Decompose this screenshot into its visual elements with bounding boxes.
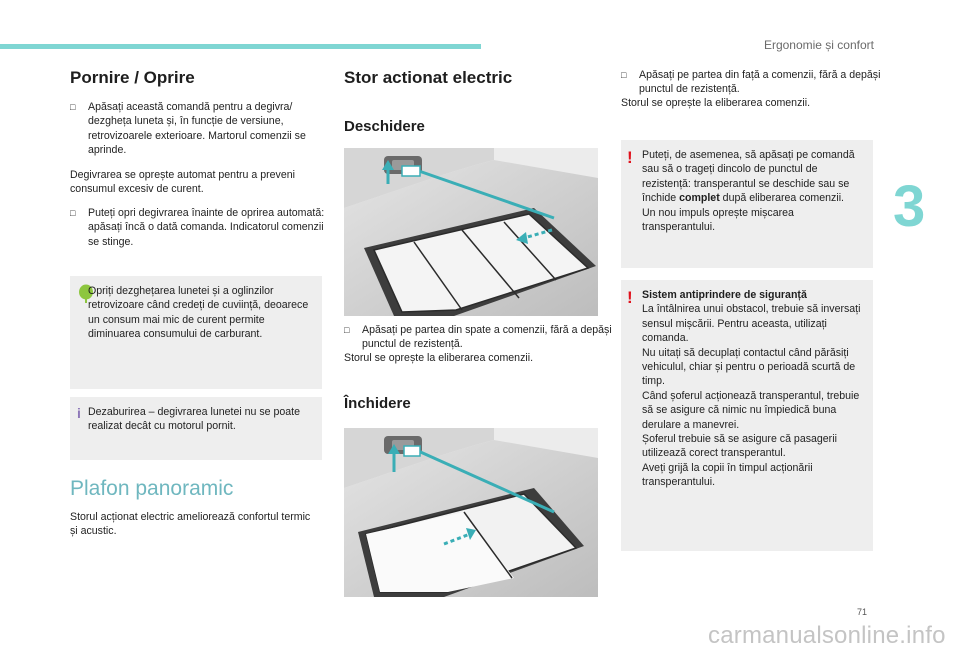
warning-note-antiprindere: ! Sistem antiprindere de siguranță La în…: [621, 280, 873, 551]
page-number: 71: [857, 607, 868, 617]
warning-note-complete: ! Puteți, de asemenea, să apăsați pe com…: [621, 140, 873, 268]
title-stor-actionat: Stor actionat electric: [344, 68, 513, 87]
illustration-open-roof: [344, 148, 598, 316]
bullet-deschidere: □ Apăsați pe partea din spate a comenzii…: [344, 323, 614, 352]
illustration-close-roof: [344, 428, 598, 597]
section-title: Ergonomie și confort: [763, 38, 874, 52]
square-bullet-icon: □: [70, 102, 76, 112]
warning2-p4: Șoferul trebuie să se asigure că pasager…: [642, 433, 837, 460]
warning1-part2: după eliberarea comenzii.: [719, 192, 844, 205]
bullet-oprire-manuala: □ Puteți opri degivrarea înainte de opri…: [70, 206, 334, 249]
chapter-number: 3: [893, 174, 926, 239]
warning1-part1: Puteți, de asemenea, să apăsați pe coman…: [642, 149, 855, 205]
header-accent-bar: [0, 44, 481, 49]
watermark: carmanualsonline.info: [708, 622, 946, 649]
warning2-title: Sistem antiprindere de siguranță: [642, 289, 807, 301]
square-bullet-icon: □: [344, 325, 350, 335]
warning2-p5: Aveți grijă la copii în timpul acționări…: [642, 461, 813, 489]
bullet-inchidere-text: Apăsați pe partea din față a comenzii, f…: [639, 69, 881, 96]
warning-note-complete-text: Puteți, de asemenea, să apăsați pe coman…: [642, 148, 868, 234]
bullet-deschidere-text: Apăsați pe partea din spate a comenzii, …: [362, 324, 612, 351]
info-icon: i: [77, 405, 81, 421]
square-bullet-icon: □: [70, 208, 76, 218]
eco-note-text: Opriți dezghețarea lunetei și a oglinzil…: [88, 285, 309, 341]
warning2-p2: Nu uitați să decuplați contactul când pă…: [642, 346, 856, 388]
warning-note-antiprindere-text: Sistem antiprindere de siguranță La întâ…: [642, 288, 868, 490]
warning-exclamation-icon: !: [627, 148, 633, 167]
paragraph-inchidere: Storul se oprește la eliberarea comenzii…: [621, 97, 811, 109]
heading-inchidere: Închidere: [344, 395, 411, 412]
bullet-degivrare-text: Apăsați această comandă pentru a degivra…: [88, 101, 306, 157]
warning1-bold: complet: [679, 192, 720, 205]
warning-exclamation-icon: !: [627, 288, 633, 307]
square-bullet-icon: □: [621, 70, 627, 80]
bullet-degivrare: □ Apăsați această comandă pentru a degiv…: [70, 100, 334, 158]
paragraph-oprire-automata: Degivrarea se oprește automat pentru a p…: [70, 169, 295, 196]
paragraph-deschidere: Storul se oprește la eliberarea comenzii…: [344, 352, 534, 364]
subtitle-plafon-panoramic: Plafon panoramic: [70, 477, 234, 500]
heading-deschidere: Deschidere: [344, 118, 425, 135]
info-note-text: Dezaburirea – degivrarea lunetei nu se p…: [88, 406, 301, 433]
title-pornire-oprire: Pornire / Oprire: [70, 68, 195, 87]
bullet-oprire-text: Puteți opri degivrarea înainte de oprire…: [88, 207, 325, 248]
bullet-inchidere: □ Apăsați pe partea din față a comenzii,…: [621, 68, 887, 97]
warning2-p3: Când șoferul acționează transperantul, t…: [642, 389, 860, 431]
paragraph-plafon: Storul acționat electric ameliorează con…: [70, 511, 311, 538]
warning1-line2: Un nou impuls oprește mișcarea transpera…: [642, 206, 794, 234]
info-note: i Dezaburirea – degivrarea lunetei nu se…: [70, 397, 322, 460]
eco-leaf-icon: [79, 284, 93, 303]
warning2-text: La întâlnirea unui obstacol, trebuie să …: [642, 303, 861, 345]
eco-note: Opriți dezghețarea lunetei și a oglinzil…: [70, 276, 322, 389]
